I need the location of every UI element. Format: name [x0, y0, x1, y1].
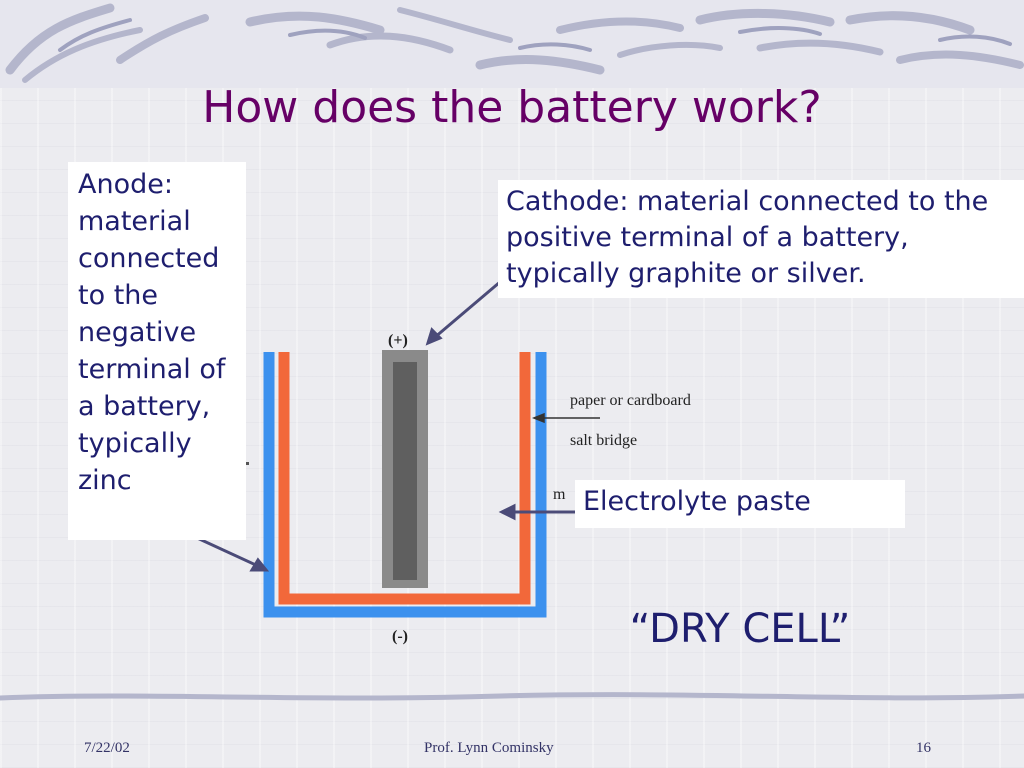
decorative-swirl-band: [0, 0, 1024, 88]
electrolyte-arrow: [498, 503, 578, 521]
electrolyte-label-box: Electrolyte paste: [575, 480, 905, 528]
cathode-description-box: Cathode: material connected to the posit…: [498, 180, 1024, 298]
electrolyte-label: Electrolyte paste: [583, 486, 811, 517]
anode-description-box: Anode: material connected to the negativ…: [68, 162, 246, 540]
footer-page-number: 16: [916, 740, 931, 756]
partial-diagram-label: m: [553, 486, 566, 503]
footer-divider: [0, 692, 1024, 701]
footer-date: 7/22/02: [84, 740, 130, 756]
slide-title: How does the battery work?: [202, 82, 822, 133]
paper-cardboard-label: paper or cardboard: [570, 392, 691, 409]
footer-author: Prof. Lynn Cominsky: [424, 740, 554, 756]
dry-cell-caption: “DRY CELL”: [629, 606, 851, 652]
anode-description: Anode: material connected to the negativ…: [78, 169, 226, 496]
cathode-description: Cathode: material connected to the posit…: [506, 186, 989, 289]
negative-terminal-label: (-): [392, 628, 408, 645]
inner-lining: [278, 352, 531, 605]
outer-container: [263, 352, 547, 618]
paper-arrow: [531, 412, 600, 424]
cathode-arrow: [425, 280, 501, 346]
electrode-core: [393, 362, 417, 580]
salt-bridge-label: salt bridge: [570, 432, 638, 449]
positive-terminal-label: (+): [388, 332, 408, 349]
